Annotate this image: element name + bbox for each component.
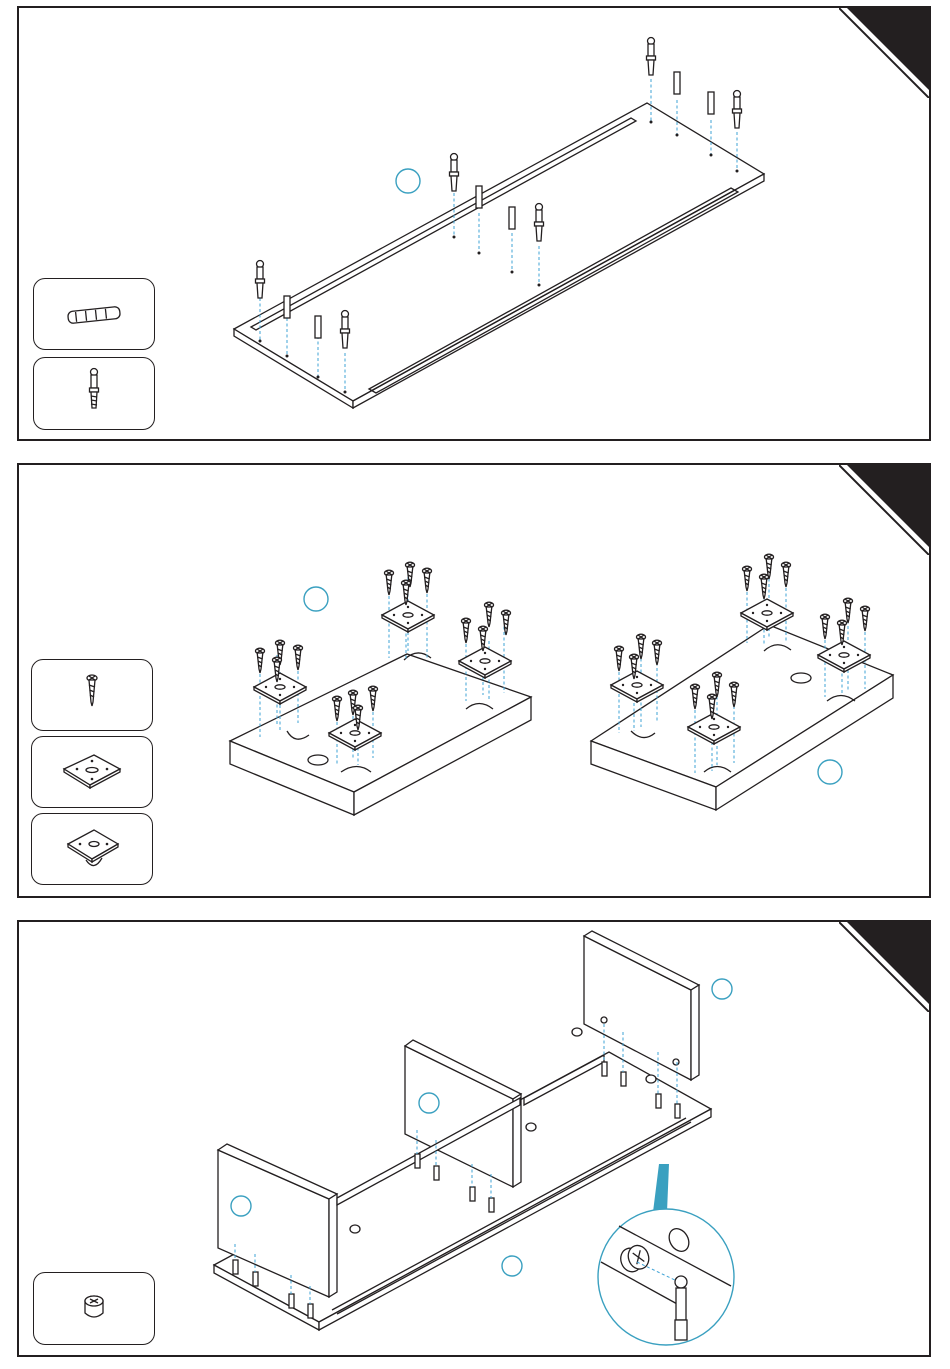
mounting-plate-left-3 [382, 601, 434, 632]
step-3-callout-bottom [502, 1256, 522, 1276]
step-1-part-callout [396, 169, 420, 193]
mounting-plate-left-4 [459, 647, 511, 678]
step-2-illustration [19, 465, 929, 896]
step-3-callout-top [712, 979, 732, 999]
detail-pointer [653, 1164, 669, 1212]
step-2-panel [17, 463, 931, 898]
step-1-panel [17, 6, 931, 441]
step-2-callout-left [304, 587, 328, 611]
detail-magnifier [598, 1209, 734, 1345]
step-2-callout-right [818, 760, 842, 784]
step-1-illustration [19, 8, 929, 439]
step-3-panel [17, 920, 931, 1357]
mounting-plate-right-1 [611, 671, 663, 702]
mounting-plate-right-3 [741, 599, 793, 630]
step-3-illustration [19, 922, 929, 1355]
bottom-panel [234, 103, 764, 408]
